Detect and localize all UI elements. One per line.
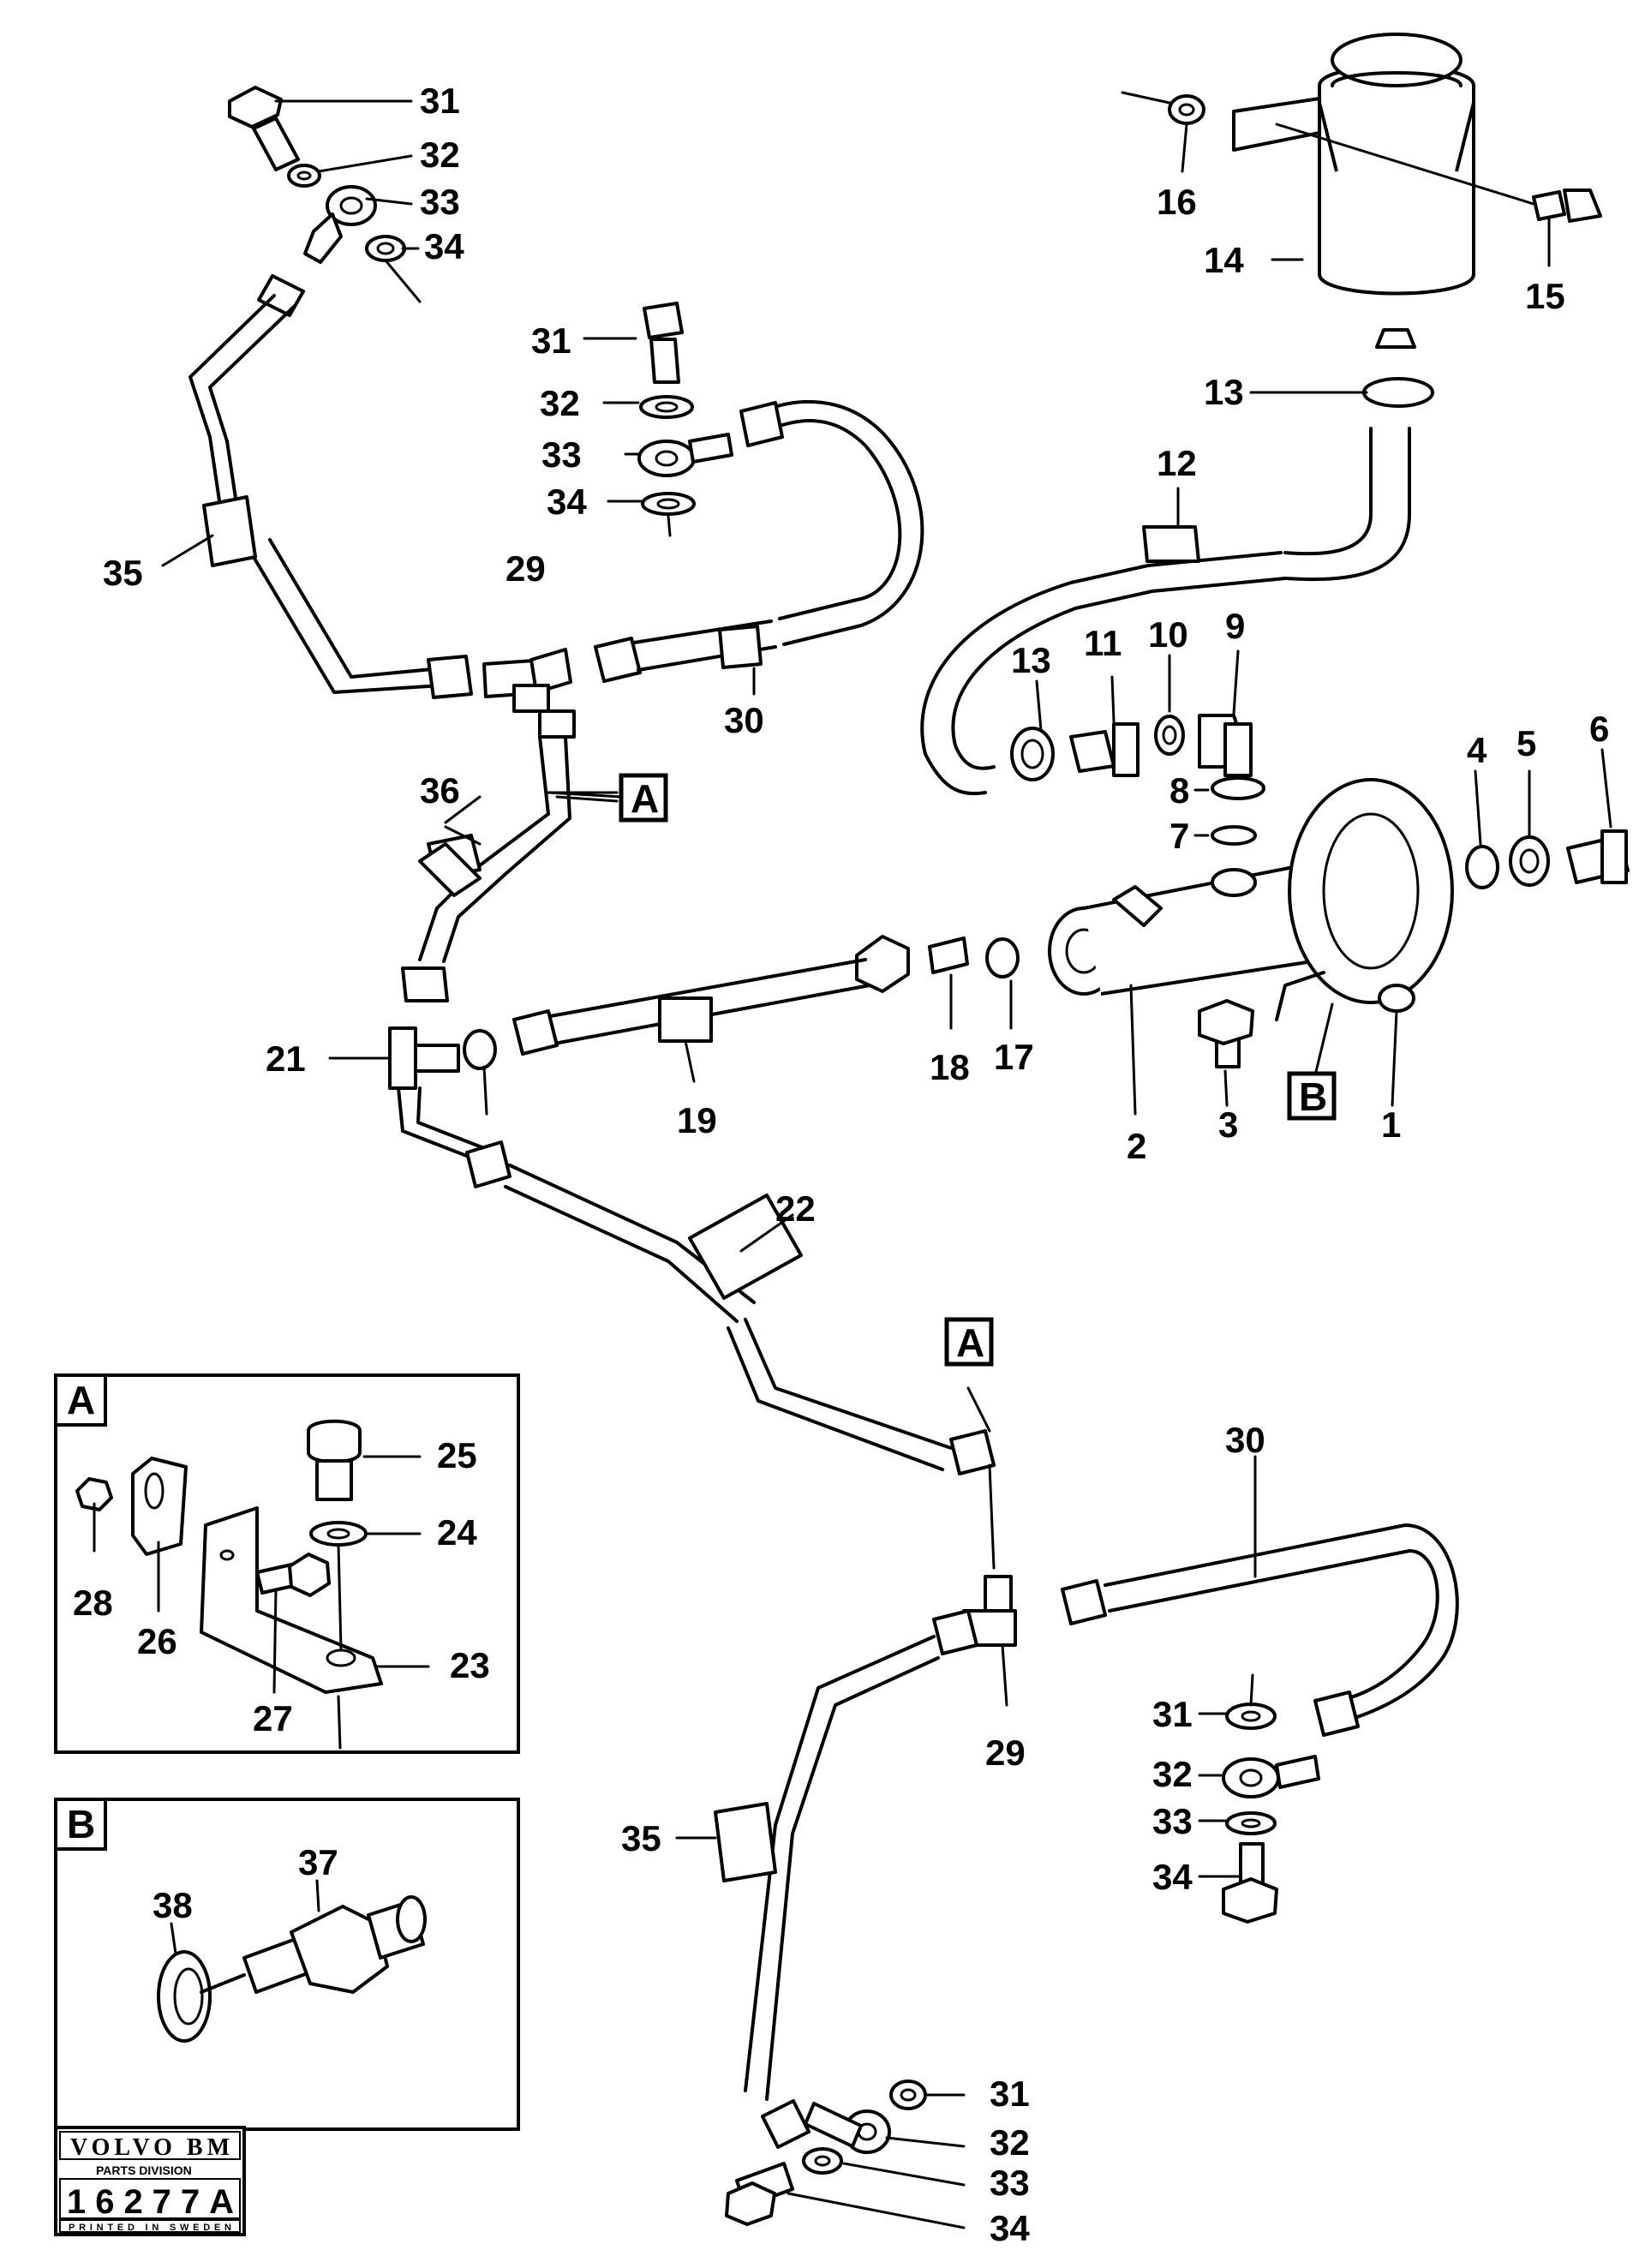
- callout-33c: 33: [1152, 1801, 1193, 1841]
- callout-5: 5: [1516, 723, 1536, 763]
- callout-35b: 35: [621, 1818, 661, 1858]
- callout-labels: 31 32 33 34 35 31 32 33 34 29 30 36 16 1…: [103, 81, 1609, 2248]
- callout-32a: 32: [420, 135, 460, 175]
- callout-33a: 33: [420, 182, 460, 222]
- callout-32d: 32: [990, 2122, 1030, 2163]
- inset-a-label: A: [67, 1378, 95, 1422]
- callout-37: 37: [298, 1842, 338, 1882]
- callout-17: 17: [994, 1037, 1034, 1077]
- inset-a: A 25 24 23 28 26 27: [54, 1373, 520, 1754]
- pipe-19-assembly: [512, 935, 1020, 1056]
- callout-29a: 29: [505, 548, 546, 589]
- bottom-fittings: [725, 2079, 966, 2229]
- callout-38: 38: [153, 1885, 193, 1925]
- ref-a-upper: A: [631, 776, 659, 821]
- callout-4: 4: [1467, 730, 1487, 770]
- callout-14: 14: [1204, 240, 1244, 280]
- callout-32b: 32: [540, 383, 580, 423]
- callout-31b: 31: [531, 320, 571, 361]
- ref-a-lower: A: [956, 1320, 984, 1365]
- callout-34d: 34: [990, 2208, 1030, 2248]
- reference-boxes: A A B: [547, 773, 1337, 1367]
- upper-right-fittings: [1010, 714, 1265, 846]
- callout-34a: 34: [424, 226, 464, 266]
- callout-7: 7: [1169, 816, 1189, 856]
- lower-right-fittings: [1198, 1673, 1320, 1924]
- callout-26: 26: [137, 1621, 177, 1661]
- callout-19: 19: [677, 1100, 717, 1140]
- callout-29b: 29: [985, 1732, 1026, 1773]
- callout-24: 24: [437, 1512, 477, 1553]
- leaders-main: [328, 123, 1612, 1840]
- callout-27: 27: [253, 1698, 293, 1738]
- callout-31a: 31: [420, 81, 460, 121]
- callout-28: 28: [73, 1583, 113, 1623]
- ref-box-a-lower: [944, 1317, 994, 1367]
- callout-31d: 31: [990, 2074, 1030, 2114]
- leaders-top-left: [161, 99, 420, 567]
- lower-tee-assembly: [714, 1523, 1459, 2149]
- callout-8: 8: [1169, 770, 1189, 811]
- callout-2: 2: [1127, 1126, 1146, 1166]
- ref-box-a-upper: [619, 773, 668, 823]
- callout-25: 25: [437, 1435, 477, 1475]
- callout-1: 1: [1381, 1104, 1401, 1145]
- callout-9: 9: [1225, 606, 1245, 646]
- reservoir-assembly: [920, 33, 1602, 796]
- callout-36: 36: [420, 770, 460, 811]
- callout-10: 10: [1148, 614, 1188, 655]
- callout-15: 15: [1525, 276, 1565, 316]
- callout-33d: 33: [990, 2163, 1030, 2203]
- callout-13a: 13: [1204, 372, 1244, 412]
- volvo-bm-logo: VOLVO BM PARTS DIVISION 16277A PRINTED I…: [54, 2126, 246, 2236]
- callout-16: 16: [1157, 182, 1197, 222]
- ref-box-b: [1287, 1071, 1337, 1121]
- servo-unit: [1048, 778, 1630, 1068]
- upper-mid-fittings: [583, 302, 733, 537]
- callout-21: 21: [266, 1038, 306, 1079]
- callout-34c: 34: [1152, 1857, 1193, 1897]
- callout-6: 6: [1589, 709, 1609, 749]
- upper-tee-assembly: [401, 399, 924, 1002]
- callout-22: 22: [775, 1188, 816, 1229]
- callout-23: 23: [450, 1645, 490, 1685]
- callout-35a: 35: [103, 553, 143, 593]
- callout-13b: 13: [1011, 640, 1051, 680]
- callout-30a: 30: [724, 700, 764, 740]
- callout-32c: 32: [1152, 1754, 1193, 1794]
- callout-33b: 33: [541, 434, 582, 475]
- logo-division: PARTS DIVISION: [96, 2163, 192, 2177]
- callout-31c: 31: [1152, 1694, 1193, 1734]
- top-left-fittings: [188, 86, 473, 699]
- ref-b: B: [1299, 1074, 1327, 1119]
- callout-11: 11: [1084, 623, 1122, 663]
- callout-3: 3: [1218, 1104, 1238, 1145]
- callout-12: 12: [1157, 443, 1197, 483]
- callout-34b: 34: [547, 482, 587, 522]
- callout-18: 18: [930, 1047, 970, 1087]
- callout-30b: 30: [1225, 1420, 1265, 1460]
- inset-b: B 37 38: [54, 1798, 520, 2131]
- inset-b-label: B: [67, 1802, 95, 1846]
